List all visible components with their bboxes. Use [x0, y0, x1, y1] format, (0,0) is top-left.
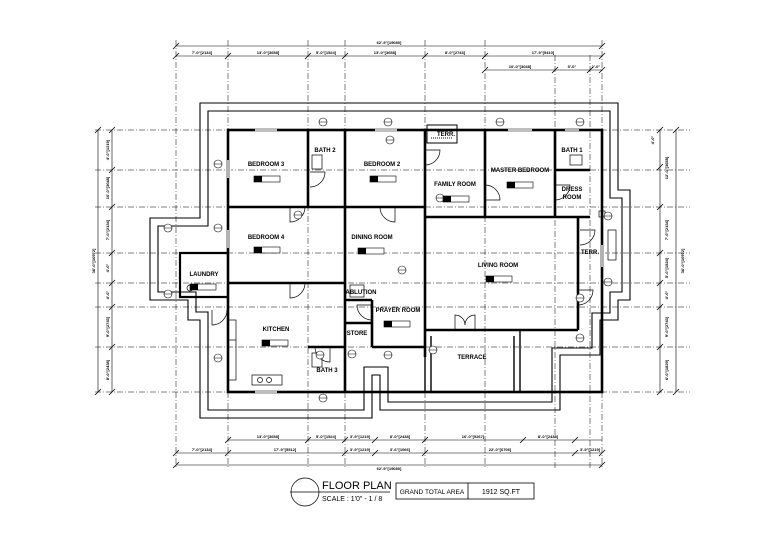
room-prayer-room: PRAYER ROOM: [376, 308, 421, 314]
svg-text:7'-0"[2134]: 7'-0"[2134]: [105, 219, 110, 240]
dim-top-5: 8'-0"[2743]: [445, 50, 466, 55]
right-dimensions: [659, 130, 677, 392]
room-laundry: LAUNDRY: [189, 272, 218, 278]
room-bath-1: BATH 1: [561, 148, 583, 154]
svg-text:4'-0": 4'-0": [105, 291, 110, 300]
svg-text:9'-0"[2743]: 9'-0"[2743]: [664, 316, 669, 337]
room-kitchen: KITCHEN: [263, 327, 290, 333]
drawing-title: FLOOR PLAN: [322, 480, 392, 492]
dim-bottom-7: 7'-0"[2134]: [192, 447, 213, 452]
dim-top-3: 5'-0"[1524]: [316, 50, 337, 55]
svg-text:7'-0"[2134]: 7'-0"[2134]: [664, 219, 669, 240]
dim-bottom-6: 8'-0"[2438]: [538, 434, 559, 439]
room-dress-line1: DRESS: [562, 187, 583, 193]
dim-bottom-1: 13'-0"[3658]: [257, 434, 280, 439]
level-tags: [189, 175, 534, 347]
dim-top-1: 7'-0"[2134]: [192, 50, 213, 55]
svg-text:9'-0"[2743]: 9'-0"[2743]: [105, 316, 110, 337]
bottom-dimension-texts: 13'-0"[3658] 5'-0"[1524] 3'-9"[1219] 8'-…: [192, 434, 601, 471]
dim-bottom-9: 3'-9"[1219]: [350, 447, 371, 452]
overall-width-bottom: 62'-9"[19080]: [377, 466, 402, 471]
area-value: 1912 SQ.FT: [482, 489, 521, 496]
dim-top-7: 10'-0"[3048]: [509, 64, 532, 69]
dim-bottom-12: 3'-9"[1219]: [580, 447, 601, 452]
dim-bottom-8: 17'-9"[5512]: [274, 447, 297, 452]
room-living-room: LIVING ROOM: [478, 263, 518, 269]
svg-text:36'-0"[10972]: 36'-0"[10972]: [680, 248, 685, 273]
svg-text:8'-0"[2438]: 8'-0"[2438]: [105, 359, 110, 380]
svg-text:6'-0"[1829]: 6'-0"[1829]: [664, 359, 669, 380]
dim-bottom-10: 3'-6"[1066]: [390, 447, 411, 452]
room-family-room: FAMILY ROOM: [434, 182, 476, 188]
windows: [225, 127, 605, 395]
top-dimensions: [176, 45, 602, 71]
dim-top-9: 2'-0": [592, 64, 601, 69]
room-bath-3: BATH 3: [316, 368, 338, 374]
dim-top-2: 13'-0"[3658]: [257, 50, 280, 55]
dim-bottom-2: 5'-0"[1524]: [316, 434, 337, 439]
walls: [226, 128, 604, 394]
room-master-bedroom: MASTER BEDROOM: [491, 168, 549, 174]
dim-top-8: 5'-0": [568, 64, 577, 69]
title-block: FLOOR PLAN SCALE : 1'0" - 1 / 8 GRAND TO…: [290, 477, 535, 507]
room-dress-line2: ROOM: [563, 195, 582, 201]
laundry-walls: [178, 251, 228, 299]
dim-top-6: 17'-9"[5410]: [532, 50, 555, 55]
svg-text:4'-0": 4'-0": [664, 291, 669, 300]
overall-width-top: 62'-9"[19080]: [377, 40, 402, 45]
svg-text:4'-0"[1219]: 4'-0"[1219]: [105, 139, 110, 160]
left-dimension-texts: 36'-0"[10972] 4'-0"[1219] 10'-0"[3048] 7…: [91, 139, 110, 380]
svg-text:12'-0"[3658]: 12'-0"[3658]: [664, 156, 669, 179]
top-dimension-ticks: [172, 42, 606, 74]
svg-text:36'-0"[10972]: 36'-0"[10972]: [91, 248, 96, 273]
room-bedroom-2: BEDROOM 2: [364, 162, 401, 168]
room-store: STORE: [347, 331, 368, 337]
room-terr-top: TERR.: [437, 132, 455, 138]
svg-text:4'-0": 4'-0": [105, 264, 110, 273]
level-tag-fills: [190, 176, 515, 346]
terrace-outline: [424, 330, 521, 393]
dim-bottom-5: 16'-0"[5267]: [462, 434, 485, 439]
room-bedroom-3: BEDROOM 3: [248, 162, 285, 168]
svg-text:4'-0": 4'-0": [650, 136, 655, 145]
elevation-markers: [163, 117, 613, 403]
svg-text:5'-0"[1524]: 5'-0"[1524]: [664, 257, 669, 278]
room-bedroom-4: BEDROOM 4: [248, 235, 285, 241]
bottom-dimension-ticks: [172, 436, 606, 469]
plinth-outline: [149, 102, 631, 419]
room-dining-room: DINING ROOM: [351, 235, 392, 241]
top-terrace: [426, 124, 458, 144]
left-dimensions: [97, 130, 113, 392]
room-terr-right: TERR.: [581, 250, 599, 256]
room-ablution: ABLUTION: [346, 290, 377, 296]
svg-text:10'-0"[3048]: 10'-0"[3048]: [105, 176, 110, 199]
dim-top-4: 13'-0"[3658]: [374, 50, 397, 55]
dim-bottom-4: 8'-0"[2438]: [390, 434, 411, 439]
dim-bottom-3: 3'-9"[1219]: [350, 434, 371, 439]
right-dimension-ticks: [656, 126, 680, 396]
room-bath-2: BATH 2: [314, 148, 336, 154]
bottom-dimensions: [176, 439, 602, 466]
right-dimension-texts: 36'-0"[10972] 12'-0"[3658] 7'-0"[2134] 5…: [650, 136, 685, 381]
drawing-scale: SCALE : 1'0" - 1 / 8: [322, 496, 382, 503]
area-label: GRAND TOTAL AREA: [400, 489, 465, 496]
area-box: [395, 482, 535, 500]
room-labels: BEDROOM 3 BATH 2 BEDROOM 2 TERR. FAMILY …: [189, 132, 599, 374]
room-terrace: TERRACE: [457, 355, 486, 361]
dim-bottom-11: 22'-0"[6706]: [489, 447, 512, 452]
left-dimension-ticks: [94, 126, 116, 396]
top-dimension-texts: 62'-9"[19080] 7'-0"[2134] 13'-0"[3658] 5…: [192, 40, 601, 69]
